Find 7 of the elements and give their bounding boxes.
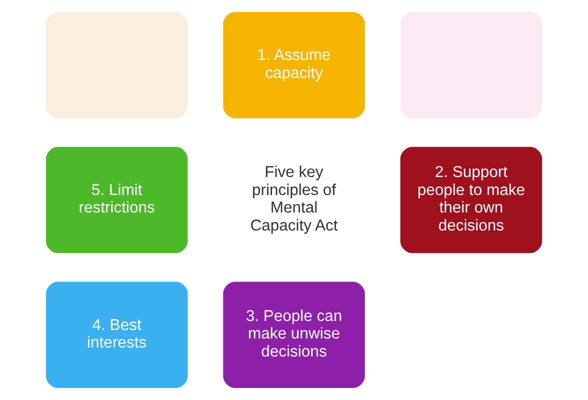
node-box: 5. Limit restrictions (46, 146, 188, 254)
node-box: 3. People can make unwise decisions (223, 282, 365, 388)
node-box: 1. Assume capacity (223, 12, 365, 118)
label: Five key principles of Mental Capacity Act (250, 164, 338, 234)
node-box: 2. Support people to make their own decisions (400, 146, 542, 254)
node-box: 4. Best interests (46, 282, 188, 388)
node-box (46, 12, 188, 118)
